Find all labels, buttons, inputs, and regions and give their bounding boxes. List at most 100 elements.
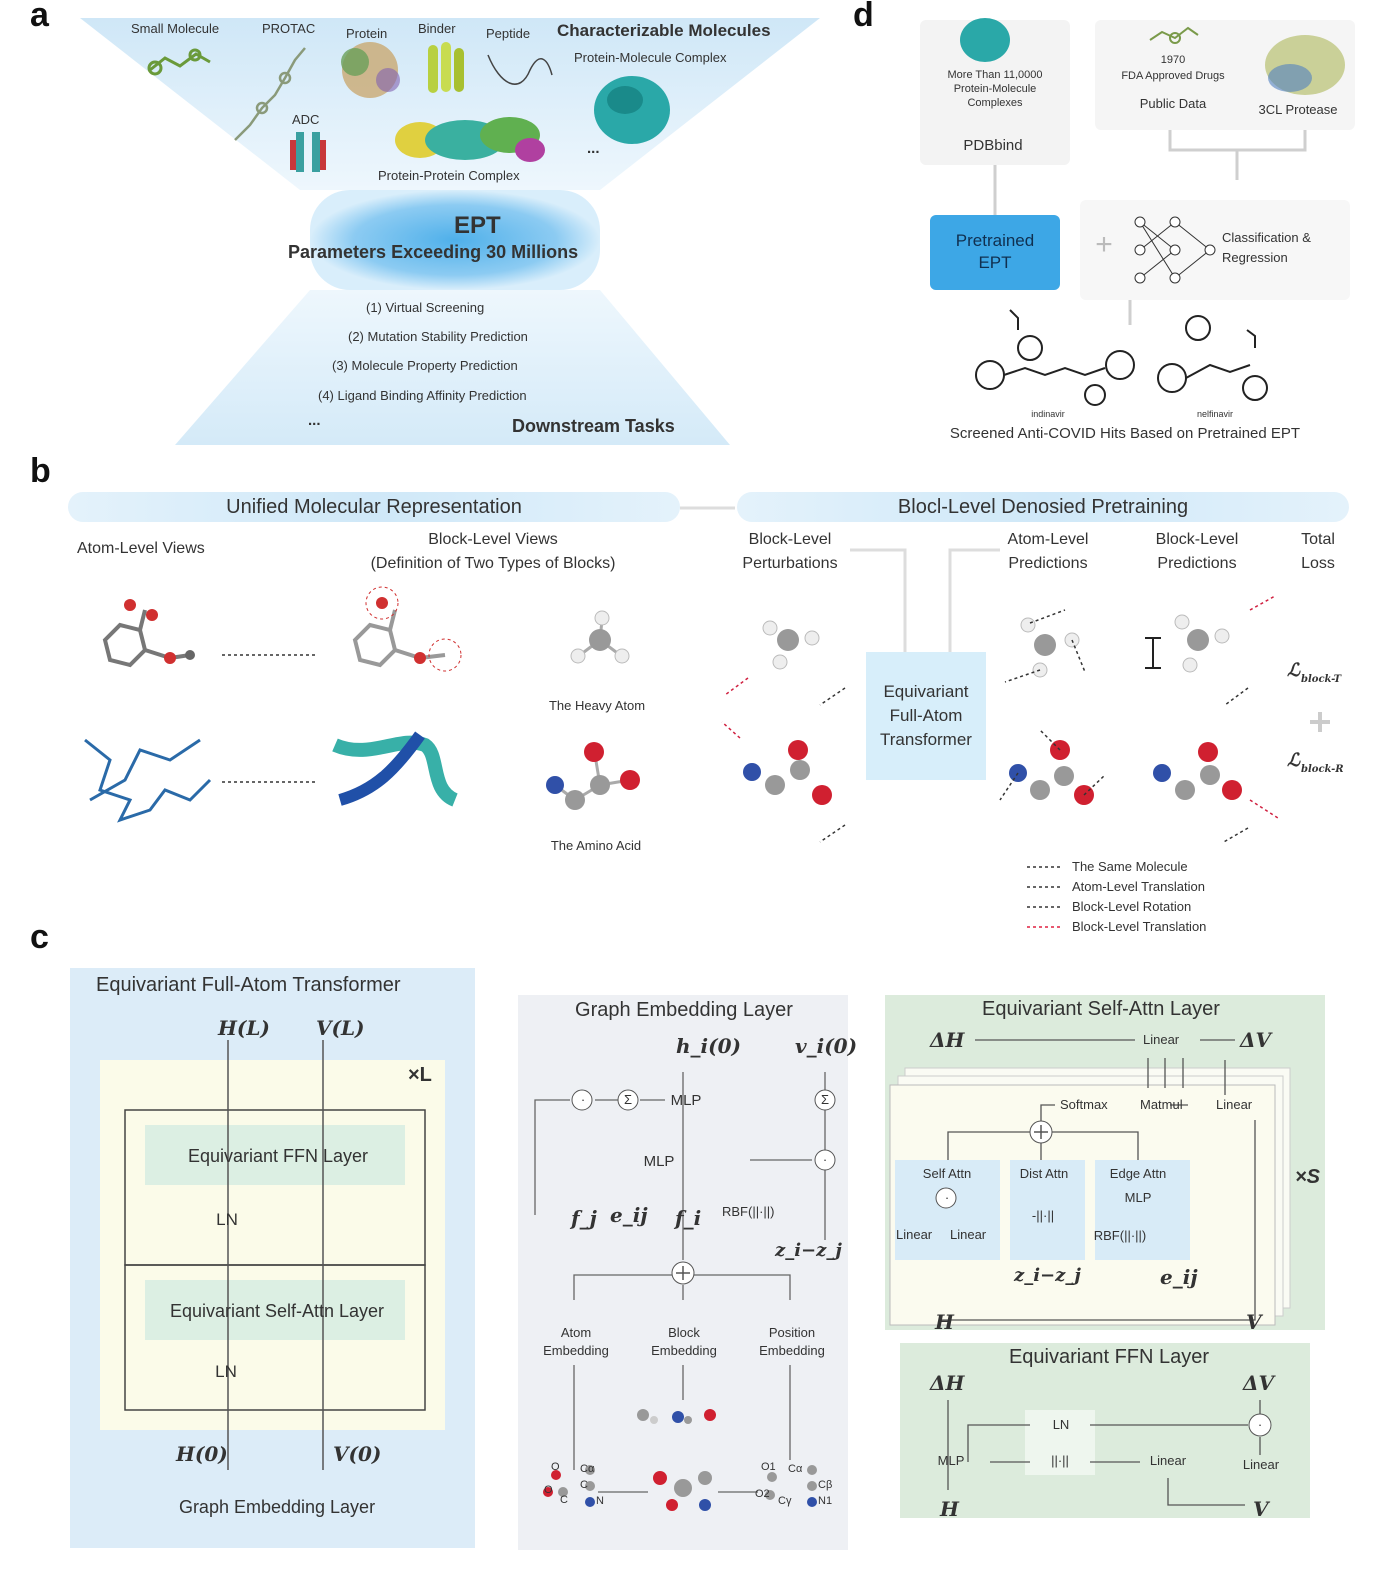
position-embedding-2: Embedding [759,1343,825,1358]
panel-label-b: b [30,452,51,490]
ffn-delta-h: ΔH [930,1371,965,1395]
h-i0-output: h_i(0) [676,1034,741,1058]
sa-delta-h: ΔH [930,1028,965,1052]
sa-block [124,1264,426,1411]
anti-covid-caption: Screened Anti-COVID Hits Based on Pretra… [949,425,1301,442]
sa-title: Equivariant Self-Attn Layer [982,998,1220,1020]
protease-label: 3CL Protease [1258,102,1338,117]
label-protein: Protein [346,26,388,41]
h-l-output: H(L) [218,1016,270,1040]
loss-r-symbol: ℒ [1287,750,1300,771]
ge-sum-1 [617,1089,639,1111]
sa-delta-v: ΔV [1240,1028,1272,1052]
fda-count: 1970 [1160,54,1186,66]
ffn-layer-box [145,1125,405,1185]
dist-attn-box [1010,1160,1085,1260]
total-loss-label-1: Total [1301,531,1335,548]
position-embedding-1: Position [768,1325,816,1340]
pos-label-cg: Cγ [778,1495,792,1507]
eft-inner [100,1060,445,1430]
eft-ffn-layer: Equivariant FFN Layer [187,1146,369,1166]
eft-title: Equivariant Full-Atom Transformer [96,974,401,996]
indinavir-label: indinavir [1031,409,1065,419]
perturb-label-2: Perturbations [742,555,838,572]
ge-sum-symbol-2: Σ [820,1092,830,1107]
sa-zdiff: z_i−z_j [1014,1265,1081,1286]
label-adc: ADC [292,112,320,127]
ge-mlp-mid: MLP [643,1153,675,1170]
ffn-norm: ||·|| [1051,1453,1069,1468]
atom-pred-label-2: Predictions [1008,555,1088,572]
sa-e-ij: e_ij [1160,1265,1198,1289]
molecules-ellipsis: ... [587,140,600,157]
downstream-heading: Downstream Tasks [512,416,675,436]
label-small-molecule: Small Molecule [131,21,220,36]
pos-label-o1: O1 [761,1461,776,1473]
self-attn-box [895,1160,1000,1260]
atom-embedding-1: Atom [560,1325,592,1340]
loss-t-subscript: block-T [1301,674,1342,685]
ept-core [310,190,600,290]
plus-icon: + [1095,228,1113,261]
eft-graph-embed: Graph Embedding Layer [178,1497,376,1517]
task-1: (1) Virtual Screening [366,300,485,315]
ffn-h-input: H [940,1497,959,1521]
heavy-atom-label: The Heavy Atom [548,698,646,713]
edge-attn-rbf: RBF(||·||) [1093,1228,1147,1243]
panel-label-a: a [30,0,49,34]
sa-dot [935,1187,957,1209]
label-peptide: Peptide [486,26,531,41]
ge-dot-symbol: · [580,1092,586,1107]
ge-sum-2 [814,1089,836,1111]
pos-label-n1: N1 [818,1495,833,1507]
block-views-label-1: Block-Level Views [428,531,558,548]
edge-attn-box [1095,1160,1190,1260]
v-l-output: V(L) [316,1016,365,1040]
sa-matmul: Matmul [1140,1097,1183,1112]
h0-input: H(0) [176,1442,228,1466]
panel-label-c: c [30,918,49,956]
sa-linear-right: Linear [1216,1097,1253,1112]
block-views-label-2: (Definition of Two Types of Blocks) [370,555,616,572]
pdbbind-label: PDBbind [963,137,1023,154]
dist-attn-label: Dist Attn [1019,1166,1069,1181]
public-data-label: Public Data [1139,96,1207,111]
atom-views-label: Atom-Level Views [77,540,205,557]
legend-atom-translation: Atom-Level Translation [1072,879,1205,894]
label-binder: Binder [418,21,456,36]
sa-linear-k: Linear [950,1227,987,1242]
transformer-box [866,652,986,780]
pretrained-ept-label: Pretrained EPT [955,231,1035,272]
ffn-title: Equivariant FFN Layer [1008,1346,1210,1368]
pdb-description: More Than 11,0000 Protein-Molecule Compl… [947,69,1043,109]
ge-zdiff: z_i−z_j [775,1240,842,1261]
sa-layer-box [145,1280,405,1340]
unified-representation-header: Unified Molecular Representation [68,492,680,522]
edge-attn-label: Edge Attn [1109,1166,1167,1181]
b-pred-link [948,548,1000,655]
loss-t-symbol: ℒ [1287,660,1300,681]
ge-sum-symbol-1: Σ [623,1092,633,1107]
block-embedding-1: Block [668,1325,700,1340]
ffn-dot [1248,1413,1272,1437]
f-j: f_j [571,1206,597,1230]
atom-label-o1: O [551,1461,560,1473]
ge-dot-1 [571,1089,593,1111]
sa-softmax: Softmax [1060,1097,1108,1112]
times-l: ×L [408,1064,432,1086]
task-3: (3) Molecule Property Prediction [332,358,518,373]
v0-input: V(0) [333,1442,382,1466]
eft-flow-lines [227,1040,324,1470]
times-s: ×S [1295,1166,1321,1188]
funnel-top [80,18,820,190]
pos-label-ca: Cα [788,1463,803,1475]
ge-dot-2 [814,1149,836,1171]
legend-same-molecule: The Same Molecule [1072,859,1188,874]
d-connector-2 [1168,130,1307,152]
self-attn-label: Self Attn [922,1166,972,1181]
block-pred-label-1: Block-Level [1155,531,1239,548]
total-loss-label-2: Loss [1301,555,1335,572]
sa-linear-top: Linear [1143,1032,1180,1047]
fda-description: FDA Approved Drugs [1121,70,1225,82]
eft-ln-2: LN [215,1362,237,1381]
